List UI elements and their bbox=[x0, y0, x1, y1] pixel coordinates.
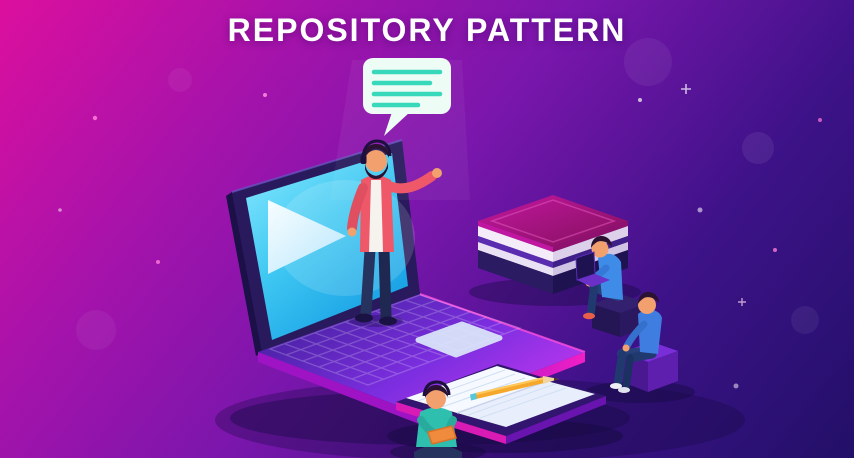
speech-bubble-icon bbox=[363, 58, 451, 136]
sparkle-dots bbox=[58, 84, 822, 389]
play-icon bbox=[268, 200, 346, 274]
student-on-stool-figure bbox=[575, 236, 648, 337]
bokeh-circles bbox=[76, 38, 819, 350]
student-with-tablet-figure bbox=[414, 380, 462, 458]
pencil-icon bbox=[470, 376, 559, 401]
laptop-trackpad bbox=[415, 321, 503, 358]
student-on-cube-figure bbox=[610, 292, 678, 393]
presenter-figure bbox=[347, 139, 442, 327]
banner-title: REPOSITORY PATTERN bbox=[227, 12, 627, 48]
books-stack bbox=[478, 195, 628, 294]
